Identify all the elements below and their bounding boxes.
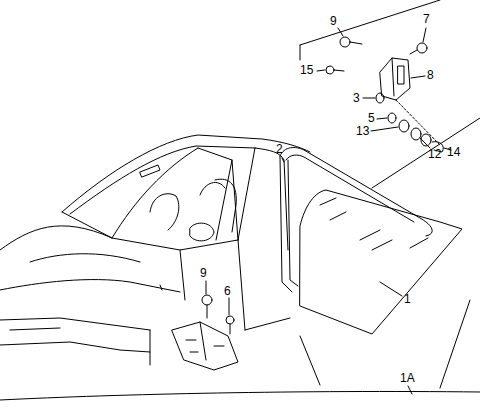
callout-number: 9 (330, 15, 337, 28)
callout-number: 1 (404, 293, 411, 306)
callout-number: 7 (423, 13, 430, 26)
callout-number: 5 (368, 112, 375, 125)
callout-number: 3 (353, 92, 360, 105)
callout-number: 9 (200, 267, 207, 280)
callout-number: 6 (224, 285, 231, 298)
callout-number: 8 (427, 69, 434, 82)
callout-number: 1A (400, 372, 415, 385)
callout-number: 2 (276, 143, 283, 156)
callout-number: 12 (428, 148, 441, 161)
callout-number: 14 (447, 146, 460, 159)
callout-number: 15 (300, 64, 313, 77)
callout-number: 13 (356, 125, 369, 138)
